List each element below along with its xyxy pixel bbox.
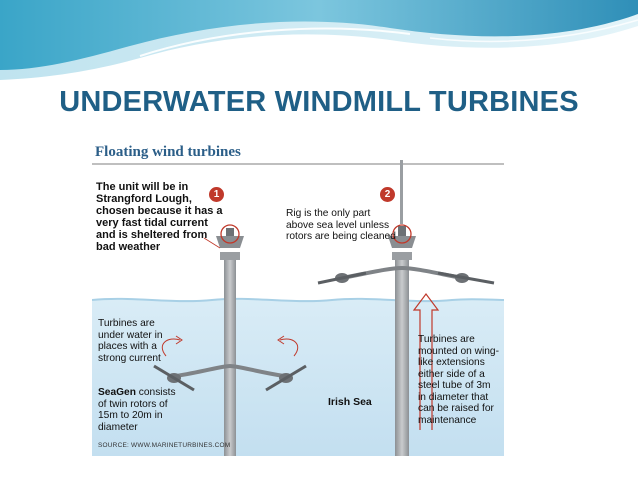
turbine-2-rotor-blade-left <box>317 271 367 285</box>
raise-arrow <box>412 293 440 430</box>
rotation-arrow-left <box>161 338 181 357</box>
turbine-1-wing <box>175 363 285 378</box>
turbine-2-rotor-blade-right <box>437 271 495 285</box>
turbine-1 <box>153 224 307 456</box>
callout-seagen: SeaGen consists of twin rotors of 15m to… <box>98 387 182 433</box>
sea-surface <box>92 297 504 303</box>
step-number-2: 2 <box>380 187 395 202</box>
seagen-description: consists of twin rotors of 15m to 20m in… <box>98 387 176 433</box>
rotation-arrow-left-head <box>175 335 183 345</box>
turbine-2-collar <box>392 252 412 260</box>
turbine-2 <box>317 160 495 456</box>
header-wave-decoration <box>0 0 638 80</box>
turbine-2-mast <box>400 160 403 224</box>
turbine-1-tower <box>224 258 236 456</box>
figure-title: Floating wind turbines <box>95 144 241 160</box>
turbine-1-rotor-blade-left <box>153 364 195 392</box>
turbine-1-highlight-circle <box>220 224 240 244</box>
seagen-name: SeaGen <box>98 387 136 398</box>
sea-area <box>92 300 504 456</box>
turbine-2-tower <box>395 258 409 456</box>
diagram-drawing <box>92 160 504 456</box>
callout-location: The unit will be in Strangford Lough, ch… <box>96 181 223 253</box>
turbine-diagram: Floating wind turbines 1 2 The unit will… <box>92 140 504 456</box>
source-credit: SOURCE: WWW.MARINETURBINES.COM <box>98 442 231 449</box>
turbine-1-cap <box>226 228 234 236</box>
callout-underwater: Turbines are under water in places with … <box>98 318 163 364</box>
slide-title: UNDERWATER WINDMILL TURBINES <box>59 86 579 118</box>
turbine-1-rotor-blade-right <box>265 364 307 392</box>
rotation-arrow-right <box>279 338 299 357</box>
rotation-arrow-right-head <box>277 335 285 345</box>
turbine-1-collar <box>220 252 240 260</box>
callout-wings: Turbines are mounted on wing-like extens… <box>418 334 499 426</box>
turbine-2-cap <box>398 226 406 236</box>
sea-label: Irish Sea <box>328 396 372 408</box>
turbine-1-leader-line <box>203 237 221 249</box>
turbine-2-highlight-circle <box>392 224 412 244</box>
callout-rig: Rig is the only part above sea level unl… <box>286 208 396 242</box>
step-number-1: 1 <box>209 187 224 202</box>
